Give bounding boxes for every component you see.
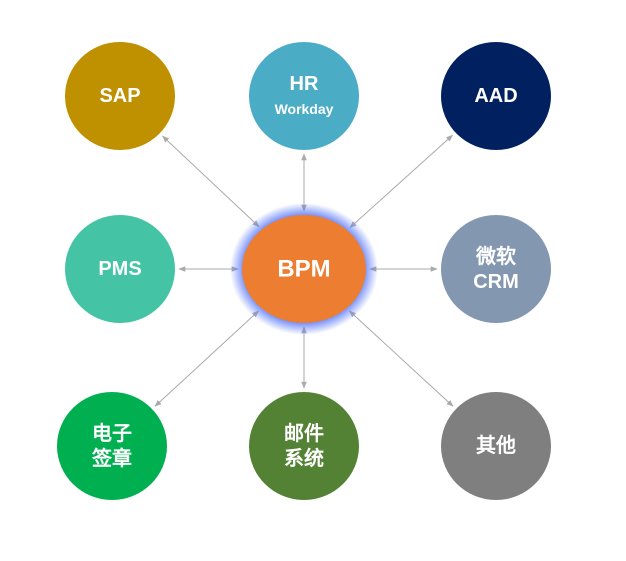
node-esign-label-1: 电子	[92, 422, 132, 445]
node-aad: AAD	[441, 42, 551, 150]
node-esign-label-2: 签章	[91, 446, 132, 470]
node-crm-label-2: CRM	[473, 271, 519, 293]
node-other: 其他	[441, 392, 551, 500]
node-other-label-1: 其他	[476, 433, 516, 457]
connector-other	[348, 310, 454, 407]
node-other-circle	[441, 392, 551, 500]
node-hr-circle	[249, 42, 359, 150]
node-crm: 微软 CRM	[441, 215, 551, 323]
node-esign-circle	[57, 392, 167, 500]
node-aad-label-1: AAD	[474, 85, 517, 107]
node-crm-circle	[441, 215, 551, 323]
node-hr: HR Workday	[249, 42, 359, 150]
center-node: BPM	[230, 203, 378, 335]
connector-esign	[154, 310, 260, 407]
node-mail-label-2: 系统	[284, 446, 324, 470]
node-pms: PMS	[65, 215, 175, 323]
node-sap: SAP	[65, 42, 175, 150]
node-hr-label-2: Workday	[275, 101, 334, 117]
node-mail-label-1: 邮件	[284, 421, 324, 445]
center-label-1: BPM	[277, 256, 330, 283]
center-circle	[242, 215, 366, 323]
node-pms-circle	[65, 215, 175, 323]
node-aad-circle	[441, 42, 551, 150]
node-hr-label-1: HR	[290, 73, 319, 95]
node-sap-label-1: SAP	[99, 85, 140, 107]
node-crm-label-1: 微软	[475, 244, 516, 268]
node-pms-label-1: PMS	[98, 258, 141, 280]
connector-aad	[349, 134, 454, 228]
connector-sap	[162, 135, 260, 228]
node-mail-circle	[249, 392, 359, 500]
connectors	[154, 134, 454, 407]
node-sap-circle	[65, 42, 175, 150]
